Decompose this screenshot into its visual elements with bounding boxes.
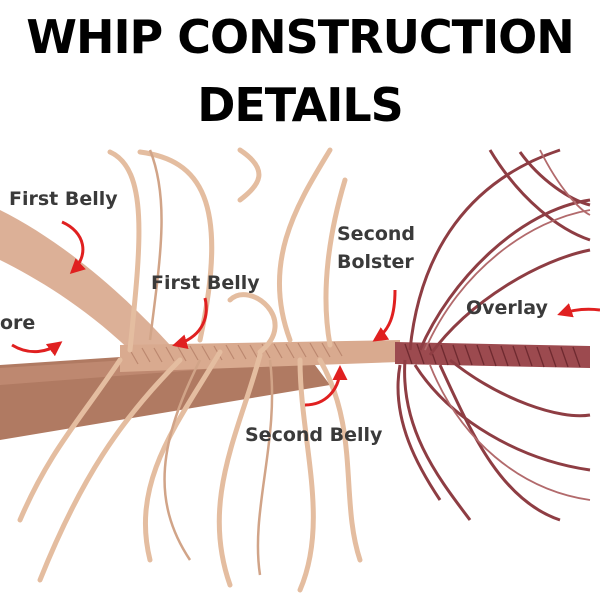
arrow-second-bolster — [372, 289, 397, 342]
arrow-core — [11, 341, 63, 357]
label-first-belly-mid: First Belly — [151, 272, 260, 294]
arrow-second-belly — [304, 365, 348, 407]
page-title-line-2: DETAILS — [197, 78, 404, 132]
label-first-belly-top: First Belly — [9, 188, 118, 210]
label-second-belly: Second Belly — [245, 424, 383, 446]
first-belly-strip — [0, 210, 170, 360]
label-second-bolster-line1: Second — [337, 223, 416, 245]
arrow-overlay — [557, 303, 600, 318]
page-title-line-1: WHIP CONSTRUCTION — [26, 10, 575, 64]
label-second-bolster-line2: Bolster — [337, 251, 414, 273]
label-overlay: Overlay — [466, 297, 548, 319]
arrow-first-belly-mid — [172, 297, 208, 349]
arrow-first-belly-top — [61, 220, 86, 275]
label-core: ore — [0, 312, 36, 334]
